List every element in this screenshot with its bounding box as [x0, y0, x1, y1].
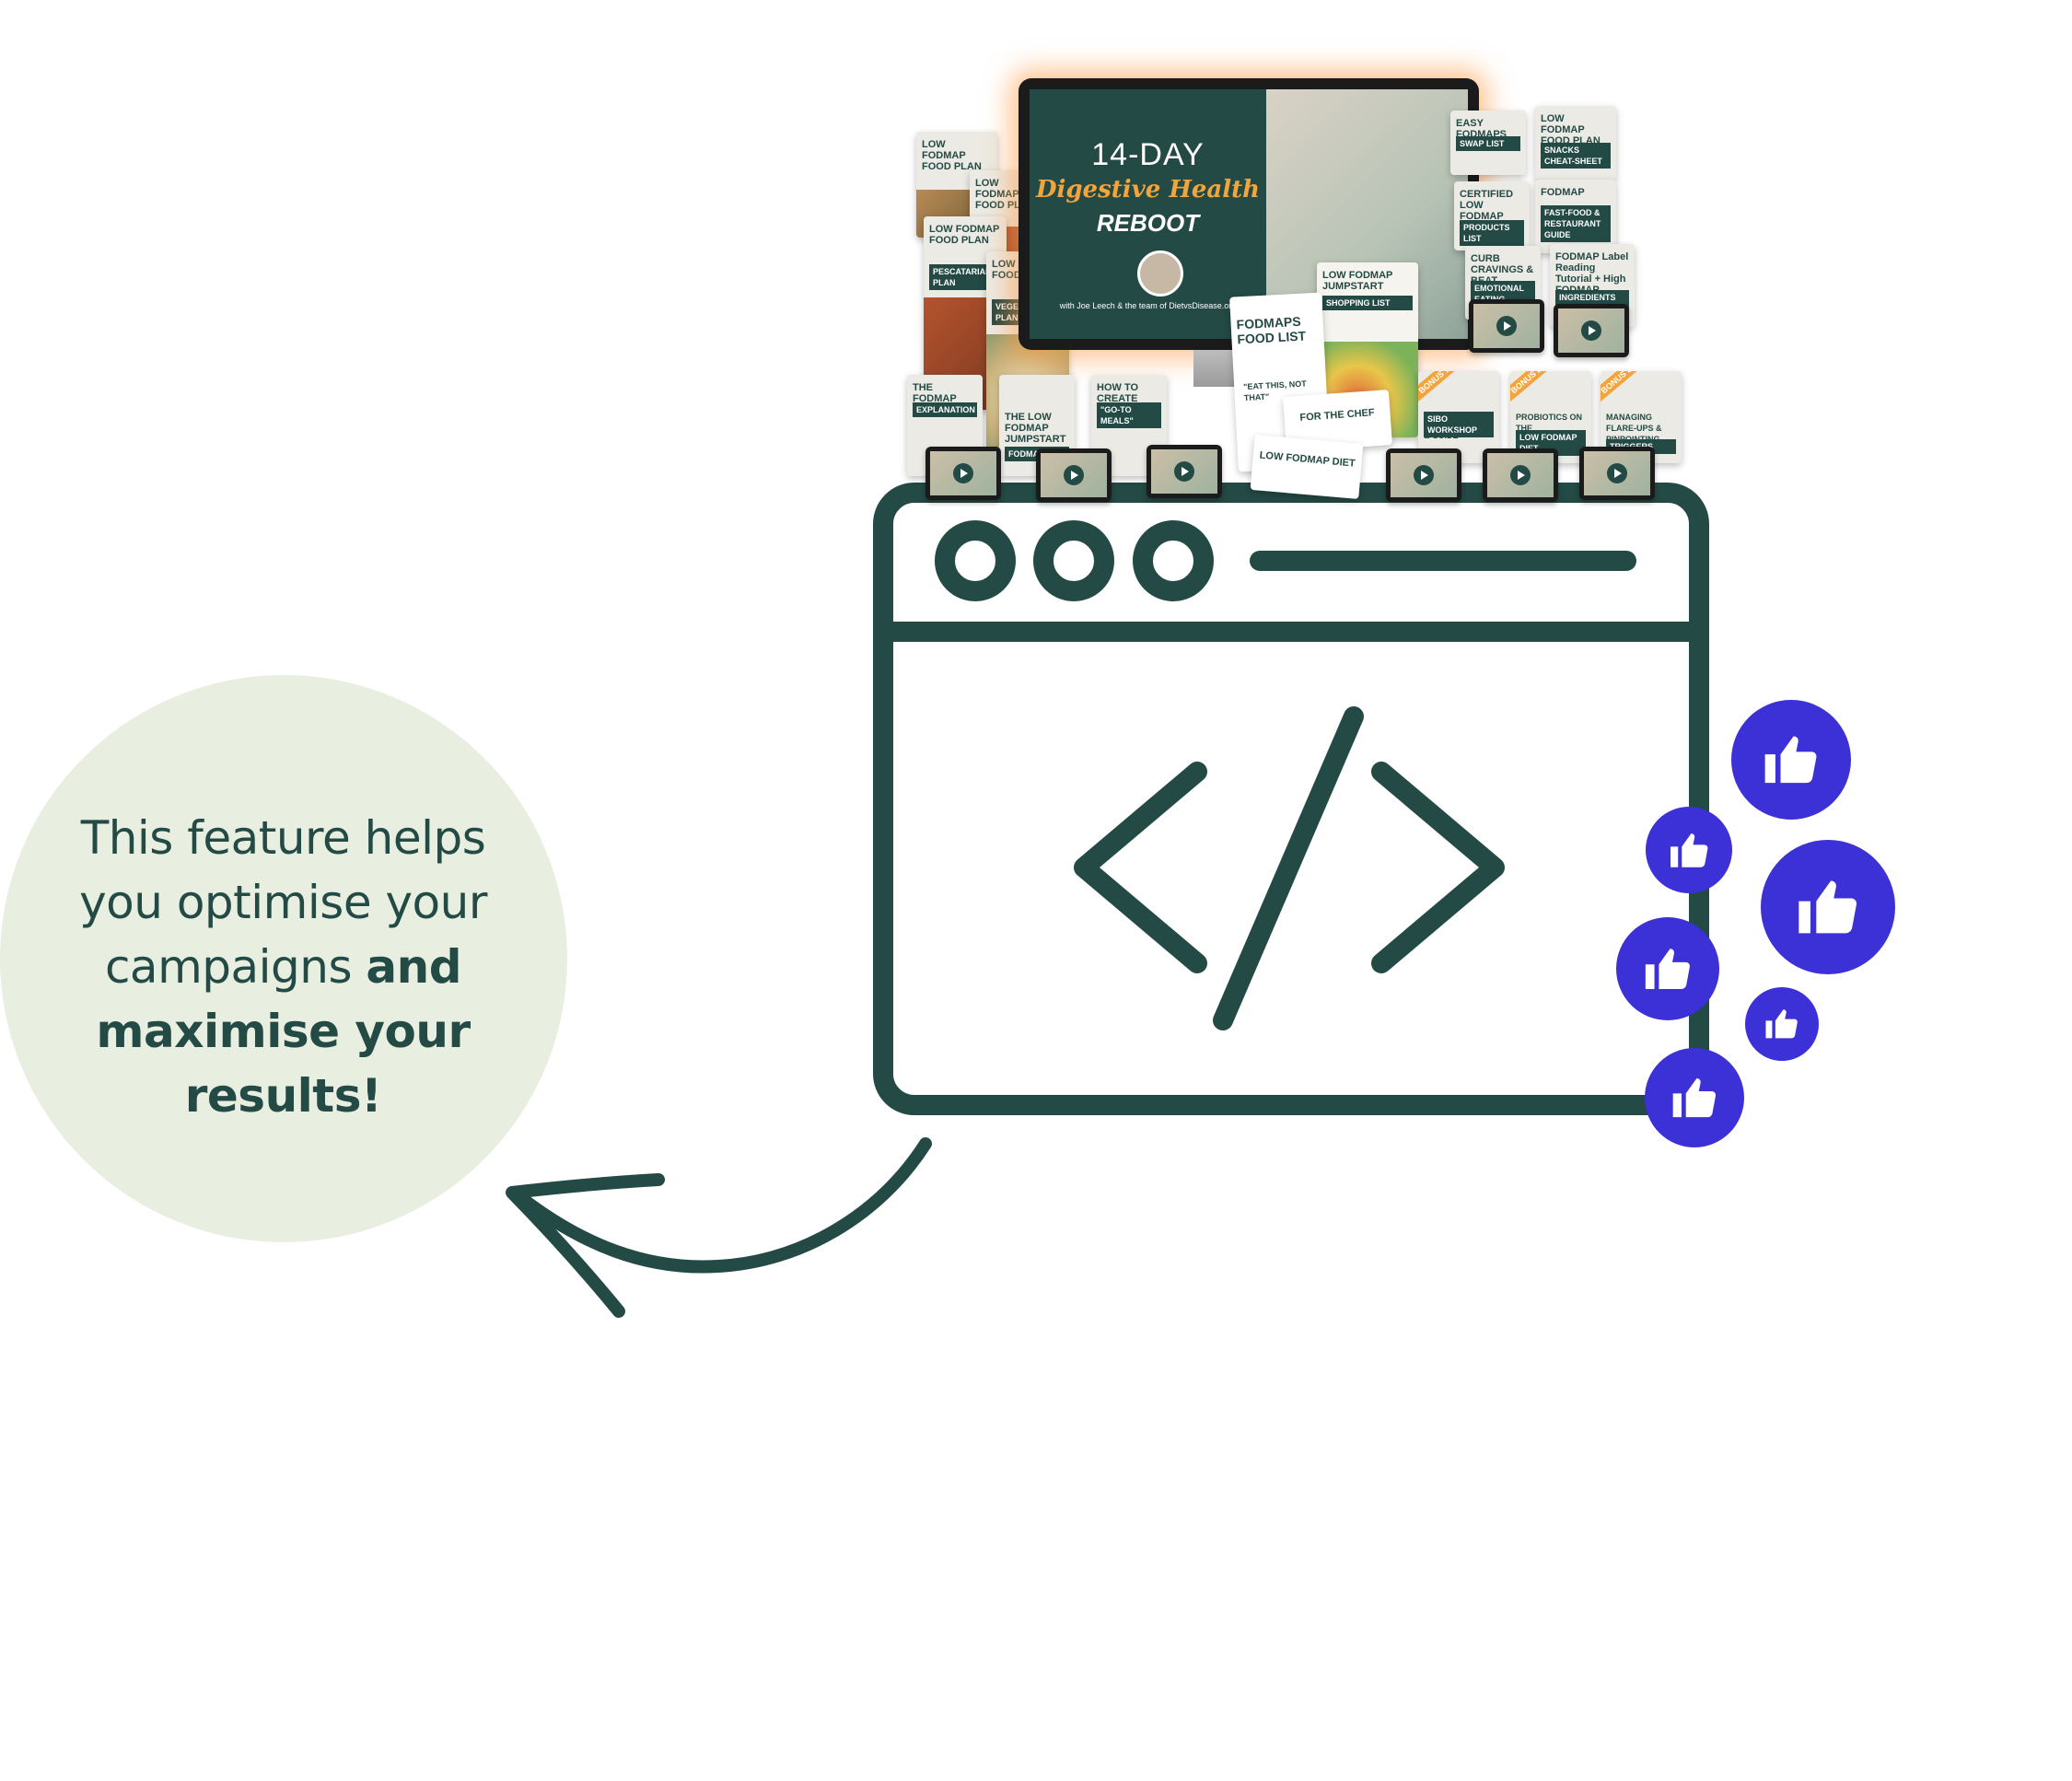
play-icon [1607, 463, 1627, 483]
play-icon [1496, 316, 1517, 336]
video-thumbnail [1036, 448, 1112, 502]
bonus-badge: BONUS 1 [1418, 371, 1467, 409]
monitor-byline: with Joe Leech & the team of DietvsDisea… [1059, 301, 1237, 310]
code-browser-icon [873, 483, 1709, 1115]
avatar [1137, 250, 1183, 297]
play-icon [1510, 465, 1531, 485]
thumbs-up-icon [1645, 1048, 1744, 1147]
slash [1213, 706, 1364, 1030]
callout-circle [0, 675, 567, 1242]
video-thumbnail [1483, 448, 1558, 502]
window-dot-1 [935, 520, 1016, 601]
bundle-card: EASY FODMAPS SWAP LIST [1450, 111, 1526, 175]
callout-line-3-regular: campaigns [104, 940, 367, 994]
thumbs-up-icon [1761, 840, 1895, 974]
open-bracket [1074, 762, 1207, 973]
thumbs-up-icon [1646, 807, 1732, 893]
product-bundle-image: LOW FODMAP FOOD PLAN LOW FODMAP FOOD PLA… [898, 78, 1708, 520]
bonus-card: BONUS 1 SIBO WORKSHOP & GUIDE [1418, 371, 1499, 463]
callout-line-3-bold: and [366, 940, 462, 994]
bundle-card: CERTIFIED LOW FODMAP PRODUCTS LIST [1454, 181, 1530, 250]
thumbs-up-icon [1616, 917, 1719, 1020]
window-dot-2 [1033, 520, 1114, 601]
thumbs-up-icon [1731, 700, 1851, 820]
callout-line-1: This feature helps [80, 811, 486, 865]
callout-line-2: you optimise your [79, 876, 487, 929]
bonus-badge: BONUS 2 [1510, 371, 1559, 409]
callout-text: This feature helps you optimise your cam… [28, 806, 539, 1128]
video-thumbnail [1469, 299, 1544, 353]
bundle-card: LOW FODMAP FOOD PLAN SNACKS CHEAT-SHEET [1535, 106, 1616, 180]
monitor-title-1: 14-DAY [1091, 137, 1205, 172]
play-icon [1174, 461, 1194, 482]
curved-arrow-icon [506, 1137, 932, 1318]
play-icon [1581, 320, 1601, 341]
play-icon [1064, 465, 1084, 485]
close-bracket [1371, 762, 1505, 973]
bundle-card: FODMAP FAST-FOOD & RESTAURANT GUIDE [1535, 180, 1616, 253]
bonus-badge: BONUS 3 [1601, 371, 1649, 409]
thumbs-up-icon [1745, 987, 1819, 1061]
play-icon [1414, 465, 1434, 485]
play-icon [953, 463, 973, 483]
video-thumbnail [1579, 447, 1655, 500]
monitor-title-2: Digestive Health [1035, 176, 1261, 204]
video-thumbnail [1147, 445, 1222, 498]
monitor-title-3: REBOOT [1096, 209, 1200, 237]
video-thumbnail [1386, 448, 1461, 502]
window-dot-3 [1133, 520, 1214, 601]
callout-line-5-bold: results! [184, 1069, 382, 1123]
bundle-card: LOW FODMAP DIET [1250, 434, 1364, 500]
video-thumbnail [1554, 304, 1629, 357]
video-thumbnail [925, 447, 1001, 500]
callout-line-4-bold: maximise your [96, 1005, 471, 1058]
